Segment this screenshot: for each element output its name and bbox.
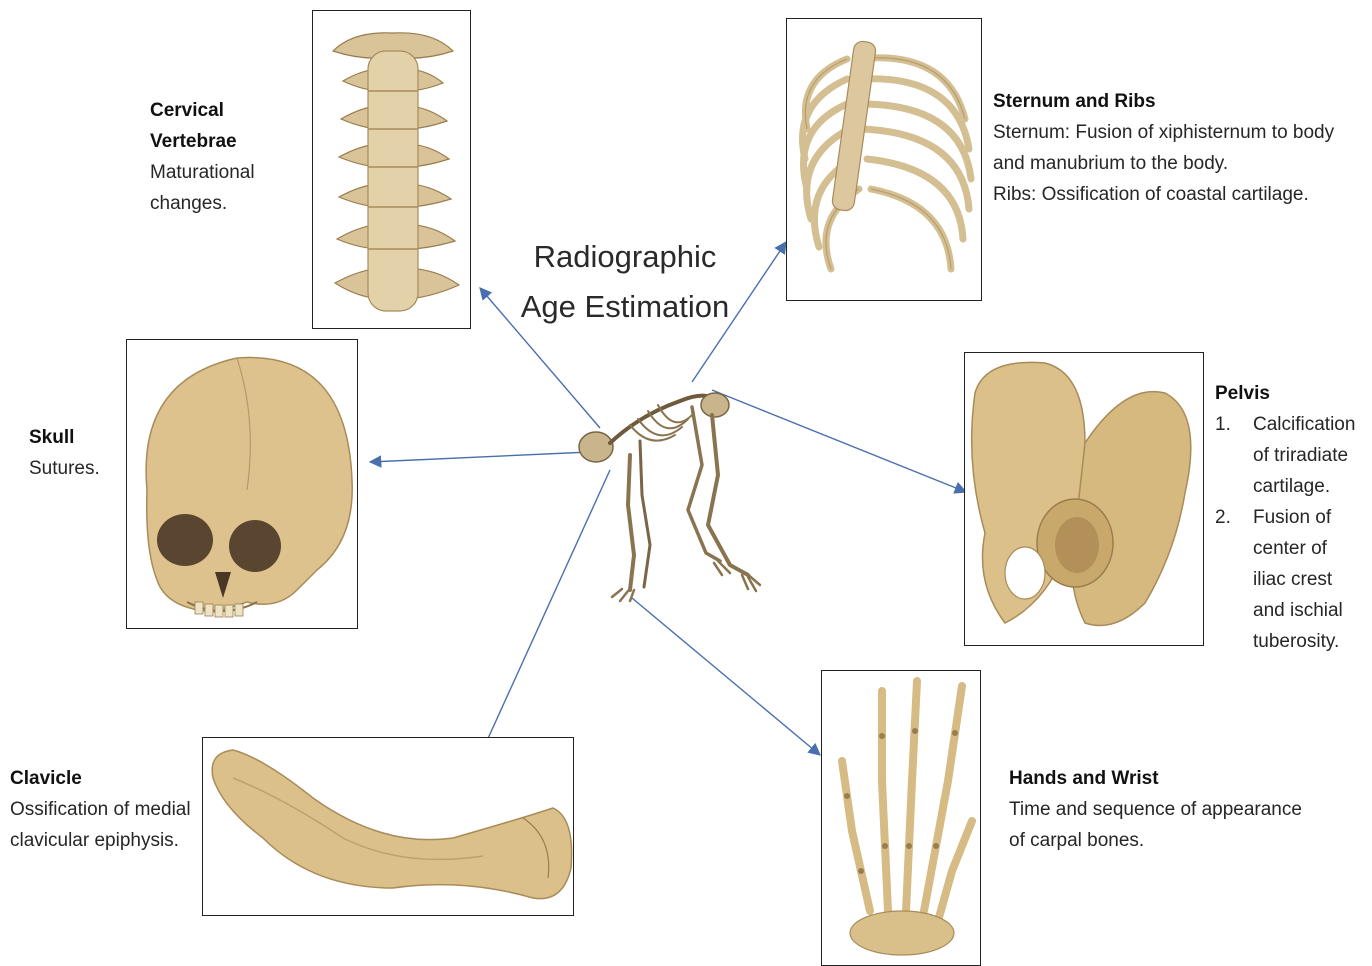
cervical-text: Maturational changes. bbox=[150, 157, 315, 219]
arrow-to-skull bbox=[370, 452, 590, 462]
pelvis-item-2-number: 2. bbox=[1215, 502, 1231, 533]
clavicle-text: Ossification of medial clavicular epiphy… bbox=[10, 794, 200, 856]
skull-image bbox=[126, 339, 358, 629]
hands-wrist-label: Hands and Wrist Time and sequence of app… bbox=[1009, 763, 1349, 856]
sternum-text: Sternum: Fusion of xiphisternum to body … bbox=[993, 117, 1363, 210]
cervical-heading: Cervical Vertebrae bbox=[150, 95, 315, 157]
hand-wrist-image bbox=[821, 670, 981, 966]
skull-label: Skull Sutures. bbox=[29, 422, 129, 484]
cervical-vertebrae-label: Cervical Vertebrae Maturational changes. bbox=[150, 95, 315, 219]
clavicle-label: Clavicle Ossification of medial clavicul… bbox=[10, 763, 200, 856]
pelvis-item-2-text: Fusion of center of iliac crest and isch… bbox=[1253, 502, 1365, 657]
skeleton-figure bbox=[570, 375, 810, 610]
clavicle-heading: Clavicle bbox=[10, 763, 200, 794]
title-line-2: Age Estimation bbox=[505, 282, 745, 332]
hands-heading: Hands and Wrist bbox=[1009, 763, 1349, 794]
sternum-ribs-label: Sternum and Ribs Sternum: Fusion of xiph… bbox=[993, 86, 1363, 210]
skull-text: Sutures. bbox=[29, 453, 129, 484]
pelvis-item-1: 1. Calcification of triradiate cartilage… bbox=[1215, 409, 1365, 502]
sternum-heading: Sternum and Ribs bbox=[993, 86, 1363, 117]
pelvis-list: 1. Calcification of triradiate cartilage… bbox=[1215, 409, 1365, 657]
pelvis-item-1-number: 1. bbox=[1215, 409, 1231, 440]
diagram-title: Radiographic Age Estimation bbox=[505, 232, 745, 332]
pelvis-item-2: 2. Fusion of center of iliac crest and i… bbox=[1215, 502, 1365, 657]
pelvis-label: Pelvis 1. Calcification of triradiate ca… bbox=[1215, 378, 1365, 657]
title-line-1: Radiographic bbox=[505, 232, 745, 282]
pelvis-item-1-text: Calcification of triradiate cartilage. bbox=[1253, 409, 1365, 502]
skull-heading: Skull bbox=[29, 422, 129, 453]
clavicle-image bbox=[202, 737, 574, 916]
hands-text: Time and sequence of appearance of carpa… bbox=[1009, 794, 1349, 856]
pelvis-heading: Pelvis bbox=[1215, 378, 1365, 409]
pelvis-image bbox=[964, 352, 1204, 646]
arrow-to-hands bbox=[632, 598, 820, 755]
cervical-vertebrae-image bbox=[312, 10, 471, 329]
sternum-ribs-image bbox=[786, 18, 982, 301]
